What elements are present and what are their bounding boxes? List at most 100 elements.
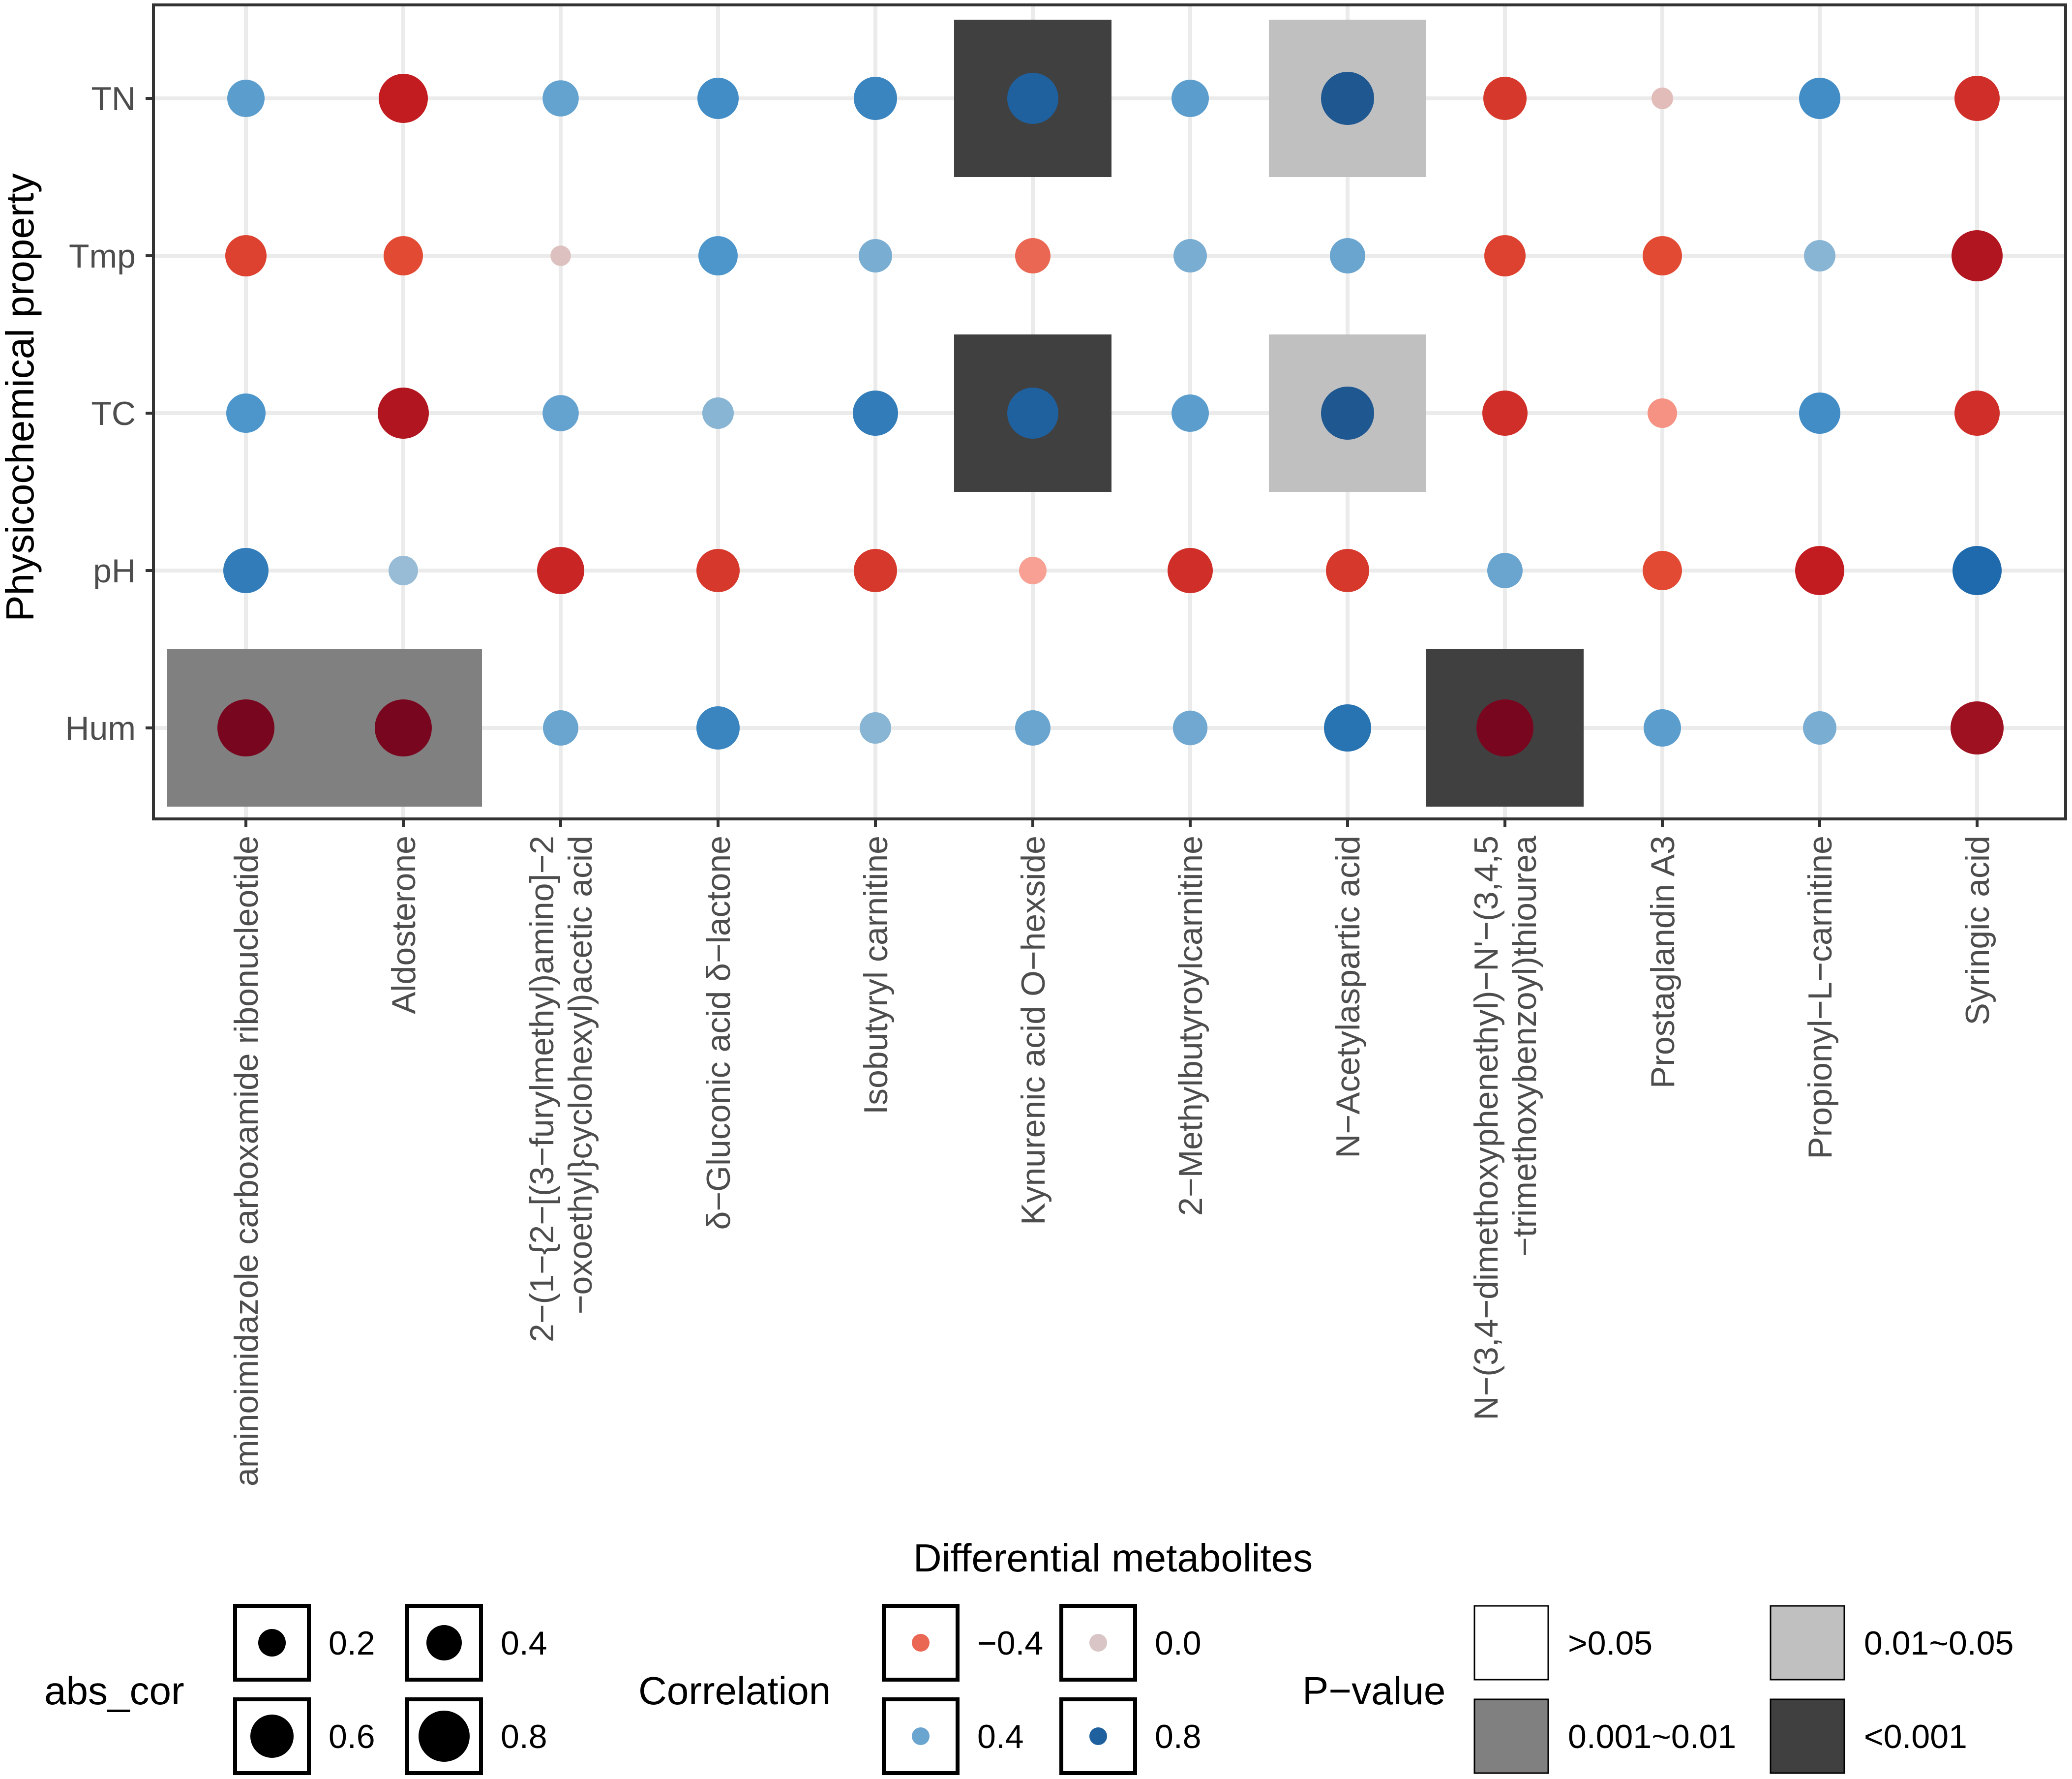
x-tick-label-group: aminoimidazole carboxamide ribonucleotid… xyxy=(228,836,265,1486)
legend-label-correlation: 0.8 xyxy=(1155,1718,1201,1755)
correlation-bubble xyxy=(1476,699,1533,756)
x-axis-tick-labels: aminoimidazole carboxamide ribonucleotid… xyxy=(228,819,1996,1486)
legend-title-p-value: P−value xyxy=(1302,1669,1445,1713)
correlation-bubble xyxy=(227,80,265,117)
correlation-bubble xyxy=(1324,704,1371,752)
correlation-bubble xyxy=(1648,398,1677,428)
correlation-bubble xyxy=(1952,230,2003,281)
legend-key-box xyxy=(1059,1604,1137,1682)
x-tick-label: N−(3,4−dimethoxyphenethyl)−N'−(3,4,5 xyxy=(1468,836,1505,1420)
correlation-bubble xyxy=(1954,76,2000,121)
correlation-bubble xyxy=(702,397,734,429)
correlation-bubble xyxy=(1019,557,1047,584)
x-tick-label-group: Aldosterone xyxy=(385,836,422,1014)
x-tick-label-group: Kynurenic acid O−hexside xyxy=(1015,836,1052,1225)
correlation-bubble xyxy=(1172,710,1208,746)
x-axis-title: Differential metabolites xyxy=(913,1536,1313,1580)
correlation-bubble xyxy=(1799,392,1840,434)
legend-size-dot xyxy=(419,1711,470,1762)
correlation-bubble xyxy=(698,236,738,275)
correlation-bubble xyxy=(1326,549,1369,592)
correlation-bubble xyxy=(1173,239,1207,272)
x-tick-label-group: N−(3,4−dimethoxyphenethyl)−N'−(3,4,5−tri… xyxy=(1468,836,1543,1420)
legend-label-correlation: 0.0 xyxy=(1155,1625,1201,1662)
correlation-bubble xyxy=(537,547,584,594)
x-tick-label-group: 2−Methylbutyroylcarnitine xyxy=(1172,836,1209,1216)
x-tick-label: N−Acetylaspartic acid xyxy=(1329,836,1367,1158)
x-tick-label: Syringic acid xyxy=(1959,836,1996,1025)
x-tick-label: −trimethoxybenzoyl)thiourea xyxy=(1506,836,1543,1257)
x-tick-label: aminoimidazole carboxamide ribonucleotid… xyxy=(228,836,265,1486)
correlation-bubble xyxy=(379,74,428,123)
x-tick-label-group: Propionyl−L−carnitine xyxy=(1802,836,1839,1159)
correlation-bubble xyxy=(1799,78,1840,119)
legend-size-dot xyxy=(426,1625,462,1660)
legend-label-correlation: 0.4 xyxy=(977,1718,1024,1755)
correlation-bubble xyxy=(389,556,418,585)
y-tick-label: TC xyxy=(91,395,136,432)
legend-color-dot xyxy=(1089,1634,1107,1652)
correlation-bubble xyxy=(854,77,897,120)
correlation-bubble xyxy=(542,80,579,117)
x-tick-label: δ−Gluconic acid δ−lactone xyxy=(700,836,737,1230)
legend-key-tile xyxy=(1770,1698,1845,1774)
legend-size-dot xyxy=(250,1715,294,1758)
correlation-bubble xyxy=(697,78,739,119)
correlation-bubble xyxy=(1952,546,2002,595)
correlation-bubble xyxy=(1954,391,2000,436)
x-tick-label-group: Isobutyryl carnitine xyxy=(857,836,895,1115)
x-tick-label-group: N−Acetylaspartic acid xyxy=(1329,836,1367,1158)
correlation-bubble xyxy=(1015,710,1051,746)
x-tick-label: −oxoethyl}cyclohexyl)acetic acid xyxy=(562,836,599,1314)
correlation-bubble xyxy=(1007,73,1058,124)
y-axis-title: Physicochemical property xyxy=(0,173,42,621)
correlation-bubble xyxy=(550,245,571,266)
correlation-bubble xyxy=(1321,72,1374,125)
correlation-bubble xyxy=(1644,709,1681,747)
legend-label-abs-cor: 0.8 xyxy=(501,1718,547,1755)
y-tick-label: Tmp xyxy=(69,238,136,275)
correlation-bubble xyxy=(1643,236,1682,275)
legend-color-dot xyxy=(912,1727,930,1745)
legend-key-tile xyxy=(1473,1605,1549,1681)
correlation-bubble xyxy=(860,712,891,744)
legend-label-p-value: 0.01~0.05 xyxy=(1864,1625,2013,1662)
x-tick-label: Prostaglandin A3 xyxy=(1644,836,1682,1088)
x-tick-label: Propionyl−L−carnitine xyxy=(1802,836,1839,1159)
x-tick-label: Aldosterone xyxy=(385,836,422,1014)
correlation-bubble xyxy=(1321,387,1374,440)
correlation-bubble xyxy=(1482,391,1528,436)
correlation-bubble xyxy=(1015,238,1051,273)
x-tick-label-group: Prostaglandin A3 xyxy=(1644,836,1682,1088)
correlation-bubble xyxy=(1804,240,1835,271)
correlation-bubble xyxy=(696,706,740,750)
x-tick-label: 2−(1−{2−[(3−furylmethyl)amino]−2 xyxy=(523,836,561,1342)
correlation-bubble xyxy=(1330,238,1365,273)
correlation-bubble xyxy=(854,549,897,592)
correlation-bubble xyxy=(1007,388,1058,439)
correlation-bubble xyxy=(859,239,892,272)
x-tick-label-group: δ−Gluconic acid δ−lactone xyxy=(700,836,737,1230)
legend-title-abs-cor: abs_cor xyxy=(44,1669,184,1713)
y-tick-label: Hum xyxy=(65,710,136,747)
correlation-bubble xyxy=(1643,551,1682,590)
correlation-bubble xyxy=(223,548,269,593)
correlation-bubble xyxy=(1171,80,1209,117)
legend-label-p-value: 0.001~0.01 xyxy=(1568,1718,1736,1755)
correlation-bubble xyxy=(1484,235,1526,276)
correlation-bubble xyxy=(375,699,432,756)
x-tick-label-group: Syringic acid xyxy=(1959,836,1996,1025)
legend-title-correlation: Correlation xyxy=(638,1669,831,1713)
correlation-bubble xyxy=(853,391,898,436)
legend-color-dot xyxy=(1089,1727,1107,1745)
legend-label-abs-cor: 0.4 xyxy=(501,1625,547,1662)
x-tick-label: 2−Methylbutyroylcarnitine xyxy=(1172,836,1209,1216)
correlation-bubble xyxy=(1171,394,1209,432)
correlation-bubble xyxy=(1803,711,1836,745)
legend-label-correlation: −0.4 xyxy=(977,1625,1043,1662)
correlation-bubble xyxy=(225,235,267,276)
legend-label-p-value: >0.05 xyxy=(1568,1625,1652,1662)
correlation-bubble xyxy=(1483,77,1527,120)
legend-label-p-value: <0.001 xyxy=(1864,1718,1967,1755)
